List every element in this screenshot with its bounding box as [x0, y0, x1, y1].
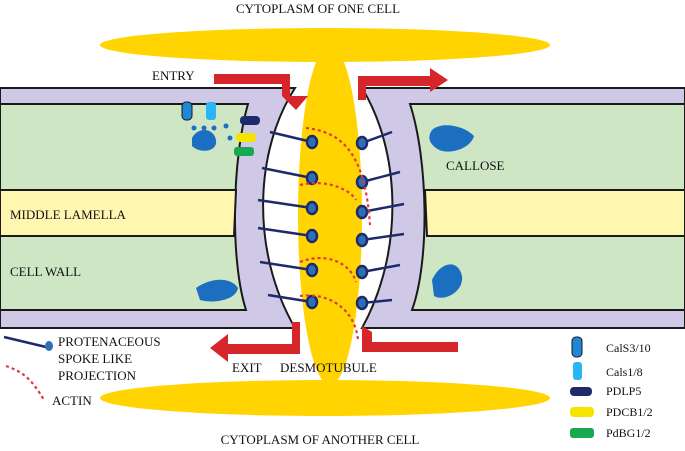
bottom-right-arrow: [362, 326, 458, 352]
spoke-label-line2: SPOKE LIKE: [58, 351, 132, 366]
spoke-projections: [257, 130, 405, 311]
actin-key-line: [5, 364, 45, 401]
callose-deposit-right-top: [429, 125, 474, 152]
middle-lamella-left: [0, 189, 238, 237]
top-cytoplasm: [100, 28, 550, 62]
actin-filaments: [299, 126, 372, 341]
spoke-key-line: [3, 335, 47, 349]
desmotubule-label: DESMOTUBULE: [280, 360, 377, 375]
actin-label: ACTIN: [52, 393, 92, 408]
spoke-label-line3: PROJECTION: [58, 368, 137, 383]
legend-swatch-pdbg1-2: [570, 428, 594, 438]
legend-label-cals1-8: Cals1/8: [606, 365, 643, 379]
bottom-cytoplasm-label: CYTOPLASM OF ANOTHER CELL: [221, 432, 420, 447]
exit-label: EXIT: [232, 360, 262, 375]
callose-label: CALLOSE: [446, 158, 505, 173]
legend-label-pdbg1-2: PdBG1/2: [606, 426, 651, 440]
top-cytoplasm-label: CYTOPLASM OF ONE CELL: [236, 1, 400, 16]
legend-swatch-cals3-10: [571, 336, 583, 358]
legend: CalS3/10 Cals1/8 PDLP5 PDCB1/2 PdBG1/2: [570, 336, 653, 440]
middle-lamella-right: [423, 189, 685, 237]
callose-deposit-left-bottom: [196, 279, 238, 302]
spoke-key-dot: [45, 341, 53, 351]
legend-swatch-pdcb1-2: [570, 407, 594, 417]
bottom-cytoplasm: [100, 380, 550, 416]
cell-wall-label: CELL WALL: [10, 264, 81, 279]
legend-label-cals3-10: CalS3/10: [606, 341, 651, 355]
legend-swatch-pdlp5: [570, 387, 592, 396]
callose-deposit-left-top: [192, 129, 217, 151]
top-right-arrow: [358, 68, 448, 100]
legend-label-pdcb1-2: PDCB1/2: [606, 405, 653, 419]
middle-lamella-label: MIDDLE LAMELLA: [10, 207, 127, 222]
spoke-label-line1: PROTENACEOUS: [58, 334, 161, 349]
legend-swatch-cals1-8: [573, 362, 582, 380]
callose-deposit-right-bottom: [432, 264, 463, 298]
protein-markers: [181, 101, 260, 156]
exit-arrow: [210, 322, 300, 362]
entry-label: ENTRY: [152, 68, 195, 83]
entry-arrow: [214, 74, 308, 110]
legend-label-pdlp5: PDLP5: [606, 384, 641, 398]
